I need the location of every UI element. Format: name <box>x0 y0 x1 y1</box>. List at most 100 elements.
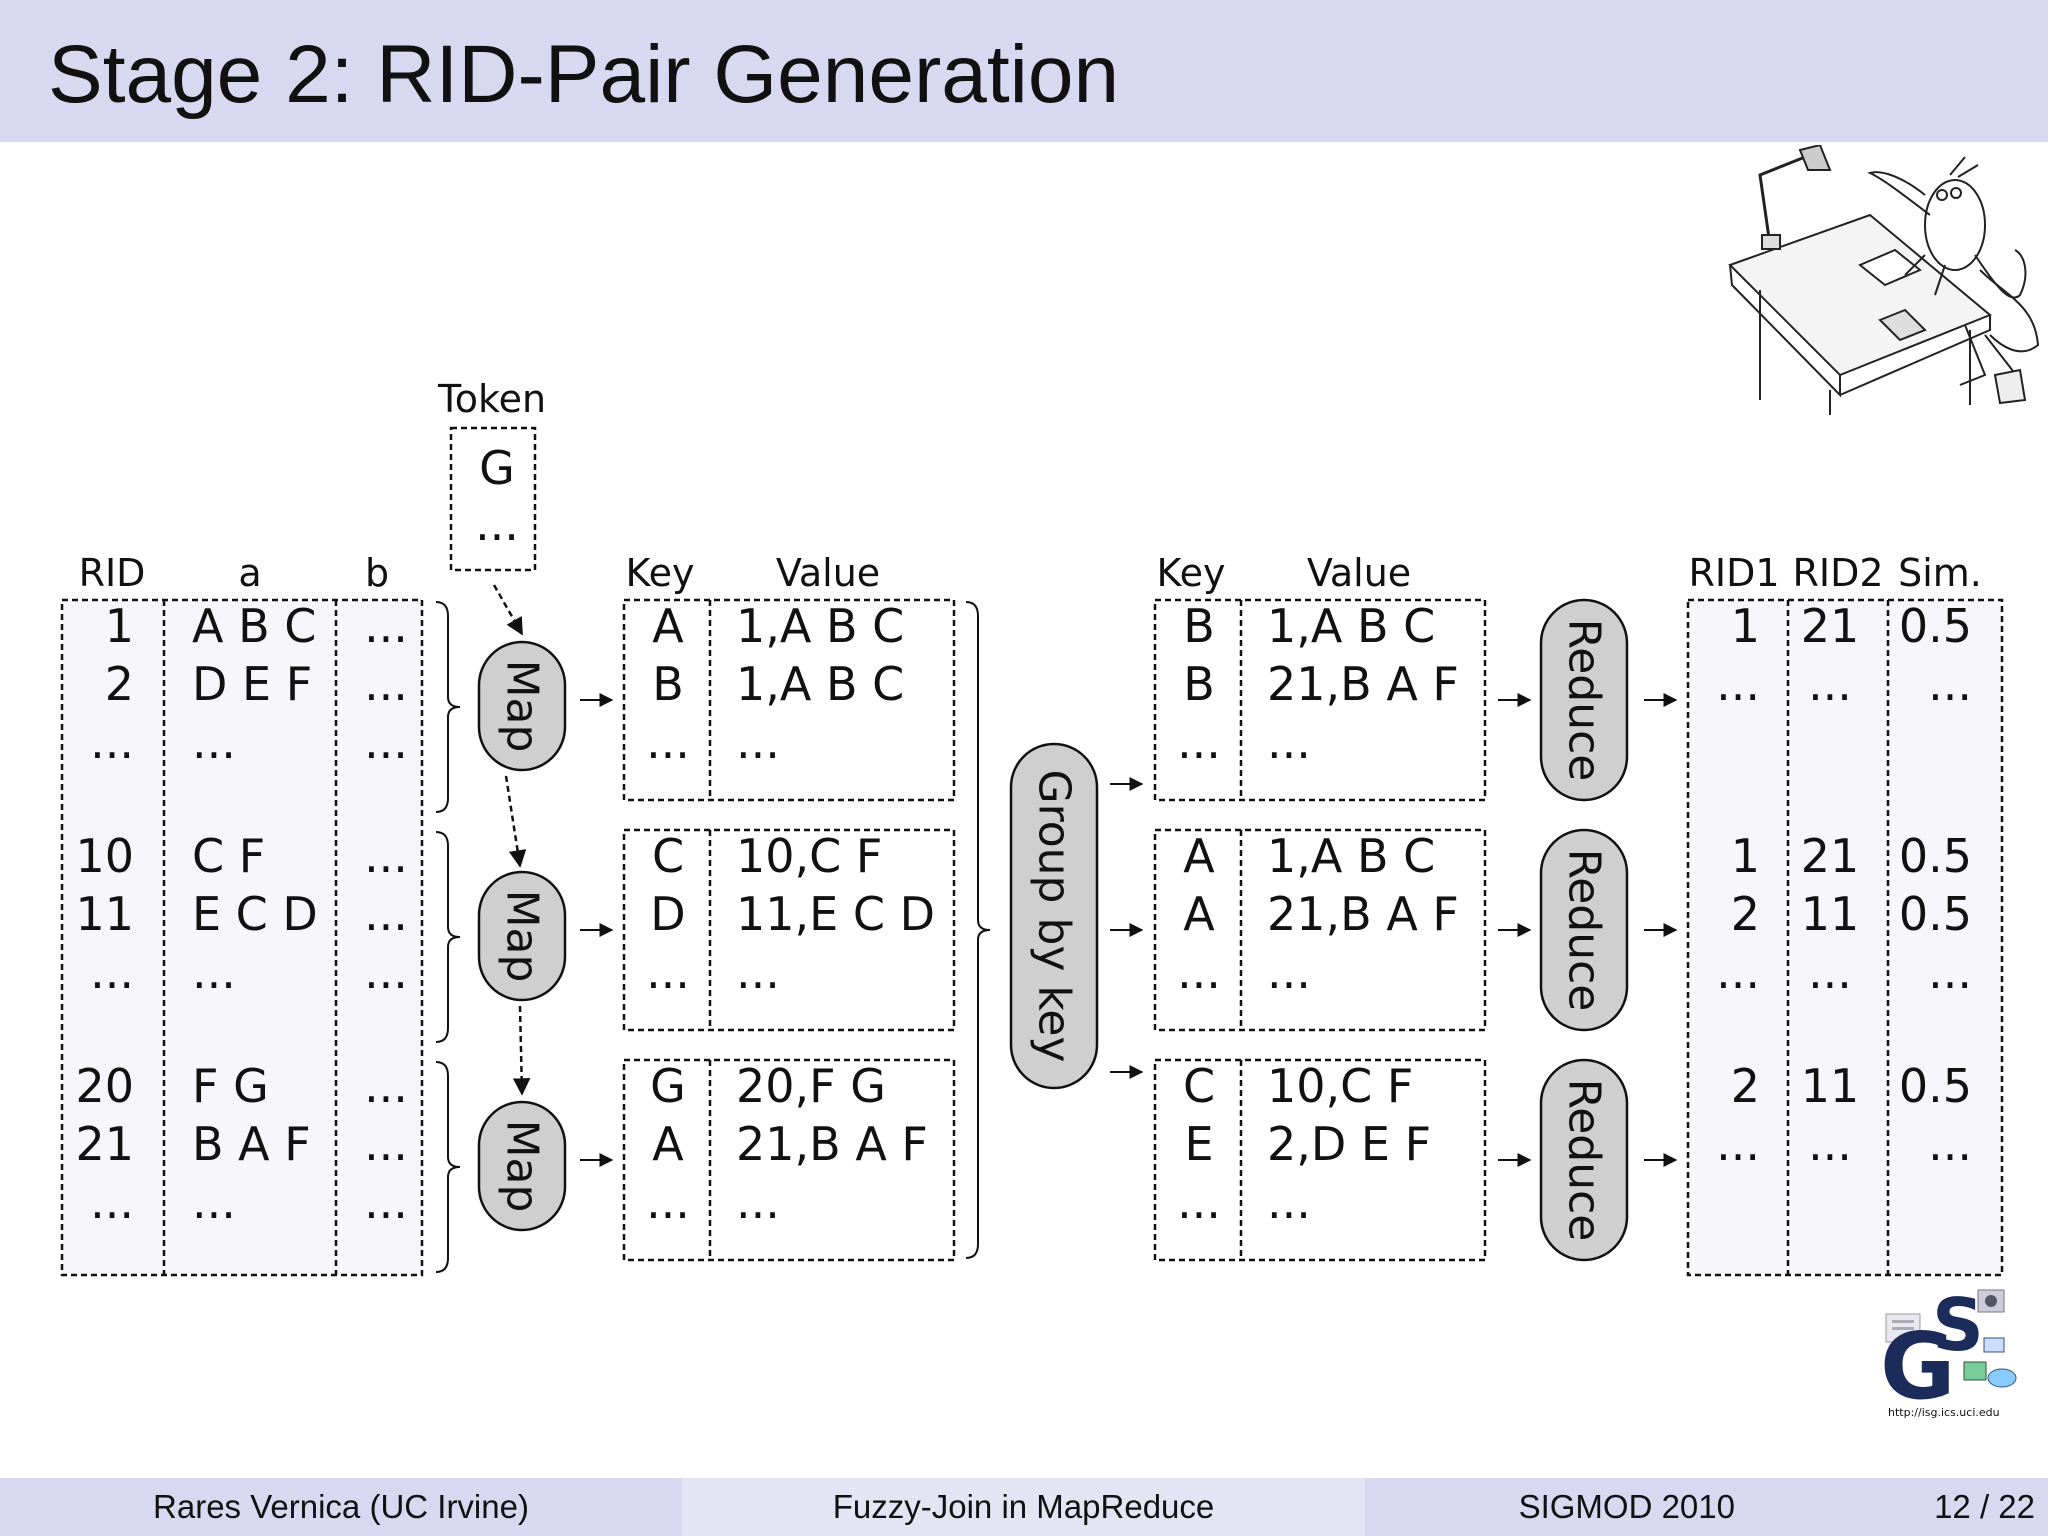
reduce_in-value-cell: 21,B A F <box>1267 887 1459 941</box>
output-rid2-cell: ... <box>1808 945 1852 999</box>
output-rid2-cell: 21 <box>1801 829 1860 883</box>
map_out-value-cell: 21,B A F <box>736 1117 928 1171</box>
input-rid-cell: 20 <box>75 1059 134 1113</box>
map_out-key-cell: D <box>650 887 685 941</box>
isg-logo: S G http://isg.ics.uci.edu <box>1880 1283 2017 1420</box>
input-header-b: b <box>365 551 389 595</box>
map-node <box>477 640 567 772</box>
map-node <box>477 1100 567 1232</box>
reduce_in-key-cell: A <box>1183 887 1215 941</box>
footer: Rares Vernica (UC Irvine) Fuzzy-Join in … <box>0 1478 2048 1536</box>
input-b-cell: ... <box>364 1175 408 1229</box>
group-by-key-node <box>1009 742 1099 1090</box>
input-rid-cell: ... <box>90 1175 134 1229</box>
output-rid1-cell: ... <box>1716 945 1760 999</box>
token-box <box>449 426 537 572</box>
map-out-brace <box>965 601 991 1259</box>
reduce-in-header-value: Value <box>1307 551 1411 595</box>
footer-talk-title: Fuzzy-Join in MapReduce <box>682 1478 1365 1536</box>
input-a-cell: E C D <box>192 887 318 941</box>
input-rid-cell: ... <box>90 715 134 769</box>
reduce_in-value-cell: 21,B A F <box>1267 657 1459 711</box>
output-rid1-cell: ... <box>1716 657 1760 711</box>
input-rid-cell: 2 <box>105 657 134 711</box>
output-rid1-cell: 1 <box>1731 599 1760 653</box>
reduce_in-key-cell: A <box>1183 829 1215 883</box>
input-b-cell: ... <box>364 1117 408 1171</box>
footer-right: SIGMOD 2010 12 / 22 <box>1365 1478 2048 1536</box>
title-bar: Stage 2: RID-Pair Generation <box>0 0 2048 142</box>
footer-page-number: 12 / 22 <box>1934 1488 2035 1525</box>
token-arrow <box>492 584 524 636</box>
footer-venue: SIGMOD 2010 <box>1518 1488 1735 1525</box>
map_out-key-cell: G <box>650 1059 686 1113</box>
reduce_in-key-cell: ... <box>1177 945 1221 999</box>
map_out-value-cell: ... <box>736 715 780 769</box>
input-b-cell: ... <box>364 887 408 941</box>
svg-text:G: G <box>1880 1313 1956 1420</box>
map_out-key-cell: A <box>652 1117 684 1171</box>
reduce_in-key-cell: B <box>1183 657 1215 711</box>
input-table <box>60 598 424 1277</box>
map_out-box <box>622 1058 956 1262</box>
reduce_in-box <box>1153 598 1487 802</box>
output-rid2-cell: ... <box>1808 1117 1852 1171</box>
output-header-sim: Sim. <box>1898 551 1982 595</box>
map-node-label: Map <box>497 660 548 753</box>
reduce_in-key-cell: ... <box>1177 1175 1221 1229</box>
map-node-label: Map <box>497 1120 548 1213</box>
output-rid1-cell: 1 <box>1731 829 1760 883</box>
reduce_in-value-cell: 1,A B C <box>1267 829 1435 883</box>
map_out-value-cell: 10,C F <box>736 829 882 883</box>
footer-author: Rares Vernica (UC Irvine) <box>0 1478 682 1536</box>
input-rid-cell: 21 <box>75 1117 134 1171</box>
map_out-key-cell: A <box>652 599 684 653</box>
reduce_in-key-cell: B <box>1183 599 1215 653</box>
input-a-cell: A B C <box>192 599 316 653</box>
map_out-box <box>622 828 956 1032</box>
output-header-rid2: RID2 <box>1792 551 1883 595</box>
output-sim-cell: ... <box>1928 945 1972 999</box>
output-sim-cell: 0.5 <box>1899 829 1972 883</box>
reduce_in-key-cell: ... <box>1177 715 1221 769</box>
map-node <box>477 870 567 1002</box>
reduce-node-label: Reduce <box>1559 1079 1610 1242</box>
map_out-key-cell: ... <box>646 715 690 769</box>
input-a-cell: ... <box>192 715 236 769</box>
aardvark-illustration <box>1728 145 2040 415</box>
reduce_in-value-cell: ... <box>1267 715 1311 769</box>
output-sim-cell: 0.5 <box>1899 887 1972 941</box>
map_out-value-cell: 20,F G <box>736 1059 886 1113</box>
map_out-value-cell: 11,E C D <box>736 887 935 941</box>
output-rid1-cell: 2 <box>1731 1059 1760 1113</box>
output-table <box>1686 598 2004 1277</box>
input-a-cell: ... <box>192 1175 236 1229</box>
slide-title: Stage 2: RID-Pair Generation <box>48 29 1120 120</box>
map-out-header-key: Key <box>626 551 695 595</box>
input-b-cell: ... <box>364 829 408 883</box>
input-rid-cell: ... <box>90 945 134 999</box>
reduce_in-value-cell: 10,C F <box>1267 1059 1413 1113</box>
output-sim-cell: ... <box>1928 1117 1972 1171</box>
input-header-rid: RID <box>79 551 146 595</box>
map-node-label: Map <box>497 890 548 983</box>
output-rid1-cell: ... <box>1716 1117 1760 1171</box>
input-b-cell: ... <box>364 1059 408 1113</box>
reduce_in-box <box>1153 828 1487 1032</box>
input-a-cell: D E F <box>192 657 312 711</box>
logo-url: http://isg.ics.uci.edu <box>1888 1406 2000 1419</box>
reduce_in-value-cell: ... <box>1267 1175 1311 1229</box>
group-by-key-node-label: Group by key <box>1029 770 1080 1063</box>
reduce-node <box>1539 828 1629 1032</box>
reduce_in-value-cell: 2,D E F <box>1267 1117 1431 1171</box>
reduce-in-header-key: Key <box>1157 551 1226 595</box>
reduce_in-key-cell: E <box>1184 1117 1213 1171</box>
svg-text:S: S <box>1932 1283 1984 1367</box>
token-label: Token <box>437 377 546 421</box>
reduce-node-label: Reduce <box>1559 619 1610 782</box>
input-a-cell: C F <box>192 829 265 883</box>
input-a-cell: B A F <box>192 1117 311 1171</box>
map_out-value-cell: ... <box>736 1175 780 1229</box>
output-header-rid1: RID1 <box>1688 551 1779 595</box>
map_out-key-cell: ... <box>646 945 690 999</box>
